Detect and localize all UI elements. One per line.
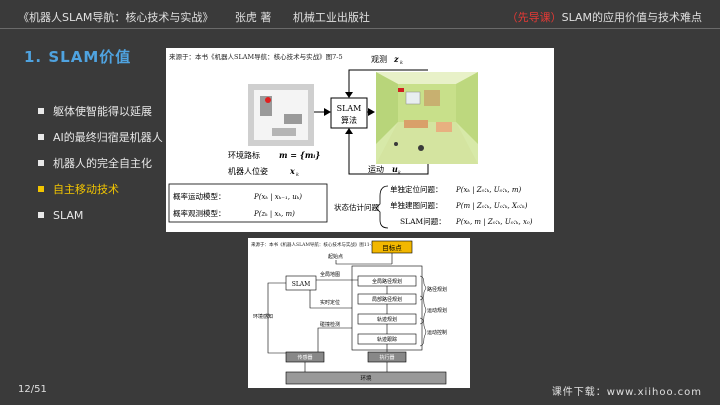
motion-control-label: 运动控制 — [427, 329, 447, 336]
svg-text:k: k — [296, 172, 299, 178]
occupancy-map-image — [248, 84, 314, 146]
localization-problem-label: 单独定位问题： — [390, 184, 443, 194]
slam-box-label-line2: 算法 — [341, 115, 357, 125]
book-title: 《机器人SLAM导航：核心技术与实战》 — [18, 11, 214, 24]
map-label: 环境路标 — [228, 150, 260, 160]
room-scene-image — [376, 72, 478, 164]
header-bar: 《机器人SLAM导航：核心技术与实战》 张虎 著 机械工业出版社 （先导课）SL… — [0, 0, 720, 30]
observation-model-formula: P(zₖ | xₖ, m) — [253, 210, 295, 218]
bullet-item-highlighted: 自主移动技术 — [38, 176, 163, 202]
publisher: 机械工业出版社 — [292, 11, 370, 24]
local-planning-box: 局部路径规划 — [372, 296, 402, 303]
realtime-localization-label: 实时定位 — [320, 299, 340, 306]
motion-label: 运动 — [368, 164, 384, 174]
observe-symbol: z — [393, 54, 399, 64]
probability-models-box — [168, 183, 328, 223]
bullet-square-icon — [38, 186, 44, 192]
pose-label: 机器人位姿 — [228, 166, 268, 176]
bullet-square-icon — [38, 134, 44, 140]
bullet-square-icon — [38, 160, 44, 166]
slam-box-label-line1: SLAM — [337, 104, 362, 113]
slam-box-label: SLAM — [292, 281, 311, 288]
target-point-label: 目标点 — [382, 243, 402, 252]
header-right: （先导课）SLAM的应用价值与技术难点 — [507, 9, 702, 25]
sensor-label: 传感器 — [297, 354, 312, 361]
motion-planning-label: 运动规划 — [427, 307, 447, 314]
path-planning-label: 路径规划 — [427, 286, 447, 293]
figure1-source: 来源于：本书《机器人SLAM导航：核心技术与实战》图7-5 — [169, 52, 343, 61]
header-divider — [0, 28, 720, 29]
slam-diagram-figure: 来源于：本书《机器人SLAM导航：核心技术与实战》图7-5 SLAM 算法 观测 — [166, 48, 554, 232]
environment-label: 环境 — [360, 374, 372, 382]
svg-text:k: k — [398, 170, 401, 176]
svg-text:u: u — [392, 164, 398, 174]
page-number: 12/51 — [18, 384, 47, 395]
observation-model-label: 概率观测模型： — [173, 208, 226, 218]
motion-model-formula: P(xₖ | xₖ₋₁, uₖ) — [253, 193, 302, 201]
bullet-list: 躯体使智能得以延展 AI的最终归宿是机器人 机器人的完全自主化 自主移动技术 S… — [38, 98, 163, 228]
collision-detection-label: 碰撞检测 — [320, 321, 340, 328]
header-left: 《机器人SLAM导航：核心技术与实战》 张虎 著 机械工业出版社 — [18, 9, 388, 25]
bullet-square-icon — [38, 212, 44, 218]
observe-label: 观测 — [371, 55, 387, 64]
page-title: 1. SLAM价值 — [24, 48, 132, 66]
bullet-item: SLAM — [38, 202, 163, 228]
pose-symbol: x — [289, 166, 295, 176]
estimation-label: 状态估计问题 — [334, 202, 379, 212]
global-map-label: 全局地图 — [320, 271, 340, 278]
author: 张虎 著 — [234, 11, 272, 24]
mapping-formula: P(m | Z₀:ₖ, U₀:ₖ, X₀:ₖ) — [455, 202, 528, 210]
localization-formula: P(xₖ | Z₀:ₖ, U₀:ₖ, m) — [455, 186, 521, 194]
course-tag: （先导课） — [506, 11, 562, 24]
bullet-item: 躯体使智能得以延展 — [38, 98, 163, 124]
download-link[interactable]: 课件下载：www.xiihoo.com — [551, 387, 702, 398]
bullet-item: 机器人的完全自主化 — [38, 150, 163, 176]
environment-bar — [285, 371, 447, 385]
trajectory-tracking-box: 轨迹跟踪 — [377, 336, 397, 343]
slam-formula: P(xₖ, m | Z₀:ₖ, U₀:ₖ, x₀) — [455, 218, 533, 226]
topic: SLAM的应用价值与技术难点 — [561, 11, 702, 24]
bullet-square-icon — [38, 108, 44, 114]
map-formula: m = {mᵢ} — [279, 150, 320, 160]
global-planning-box: 全局路径规划 — [372, 278, 402, 285]
figure2-source: 来源于：本书《机器人SLAM导航：核心技术与实战》图11-24 — [251, 241, 377, 248]
mapping-problem-label: 单独建图问题： — [390, 200, 443, 210]
svg-text:k: k — [400, 60, 403, 66]
navigation-framework-figure: 来源于：本书《机器人SLAM导航：核心技术与实战》图11-24 目标点 起始点 … — [248, 238, 470, 388]
motion-model-label: 概率运动模型： — [173, 191, 226, 201]
slam-problem-label: SLAM问题： — [400, 217, 446, 226]
bullet-item: AI的最终归宿是机器人 — [38, 124, 163, 150]
actuator-label: 执行器 — [379, 354, 394, 361]
trajectory-planning-box: 轨迹规划 — [377, 316, 397, 323]
start-point-label: 起始点 — [328, 253, 343, 260]
environment-sensing-label: 环境感知 — [253, 313, 273, 320]
